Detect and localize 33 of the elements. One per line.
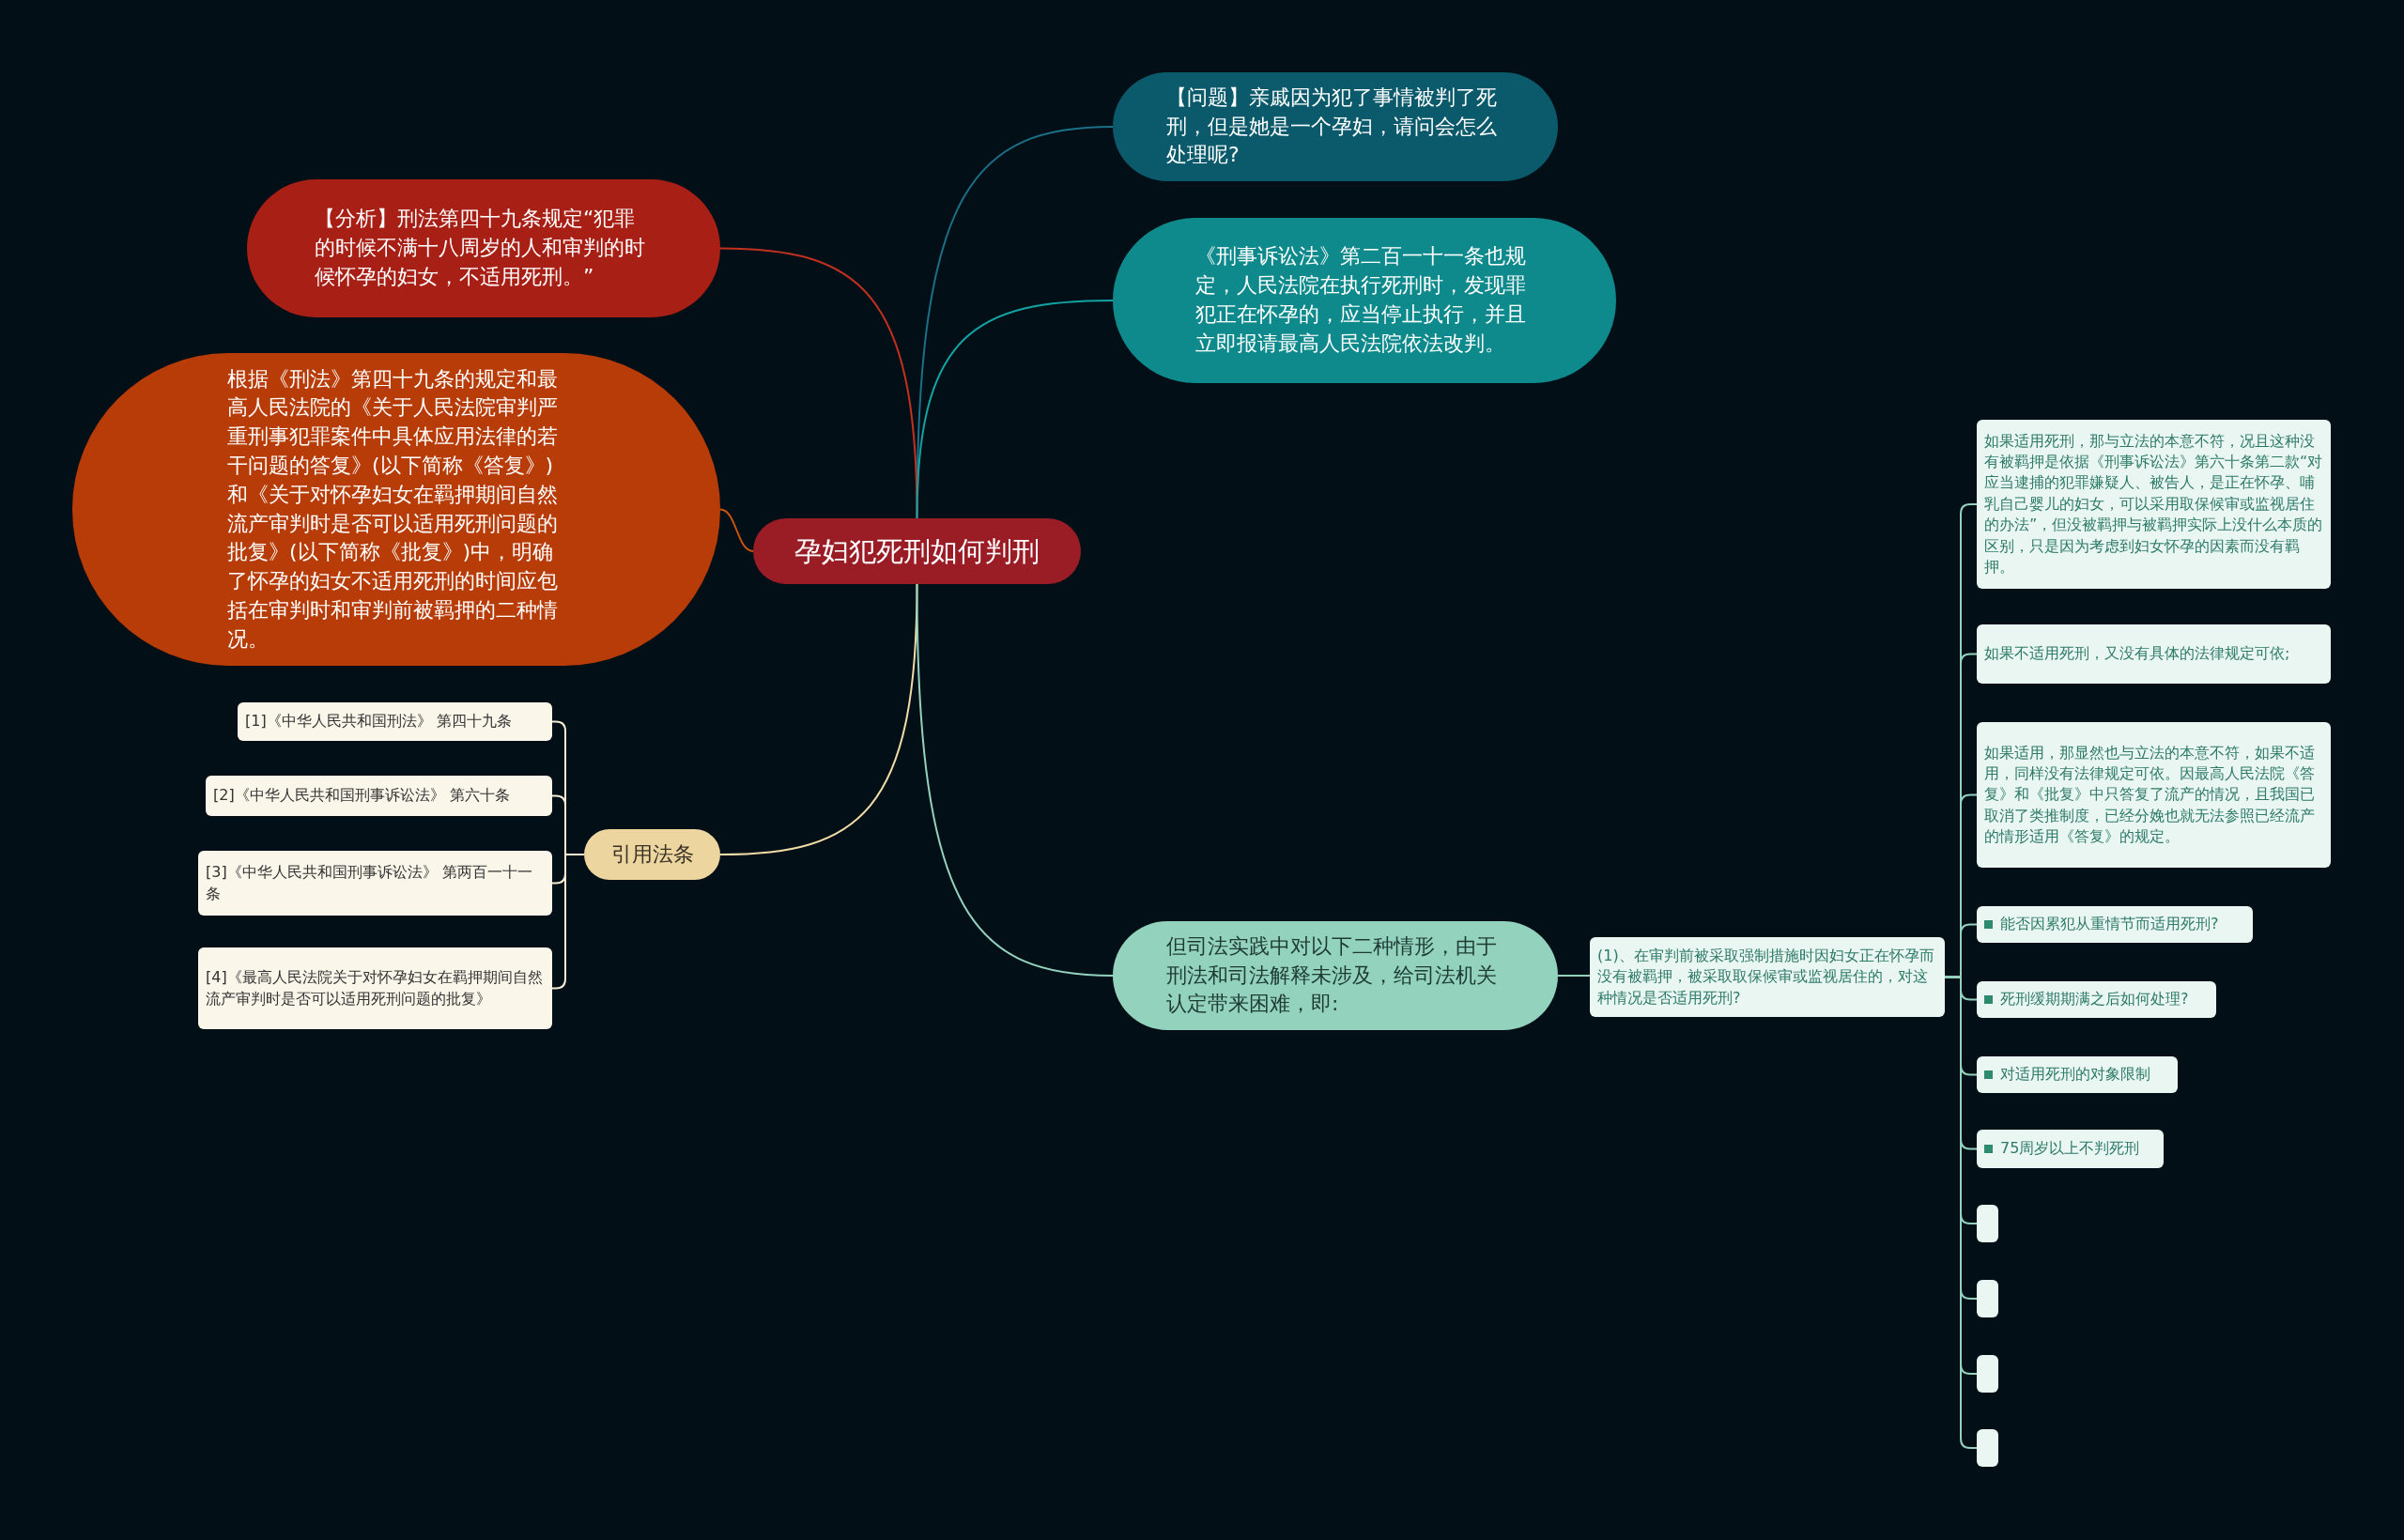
topic-text: 能否因累犯从重情节而适用死刑? <box>2000 914 2219 935</box>
connector-line <box>1557 975 1591 977</box>
topic-pill: 根据《刑法》第四十九条的规定和最高人民法院的《关于人民法院审判严重刑事犯罪案件中具体应用法律的若干问题的答复》(以下简称《答复》)和《关于对怀孕妇女在羁押期间自然流产审判时是否可以适用死刑问题的批复》(以下简称《批复》)中，明确了怀孕的妇女不适用死刑的时间应包括在审判时和审判前被羁押的二种情况。 <box>72 353 720 666</box>
topic-pill: 【问题】亲戚因为犯了事情被判了死刑，但是她是一个孕妇，请问会怎么处理呢? <box>1113 72 1558 181</box>
detail-box: 如果适用死刑，那与立法的本意不符，况且这种没有被羁押是依据《刑事诉讼法》第六十条第二款“对应当逮捕的犯罪嫌疑人、被告人，是正在怀孕、哺乳自己婴儿的妇女，可以采用取保候审或监视居住的办法”，但没被羁押与被羁押实际上没什么本质的区别，只是因为考虑到妇女怀孕的因素而没有羁押。 <box>1977 420 2331 589</box>
detail-box <box>1977 1130 2164 1168</box>
topic-text: 75周岁以上不判死刑 <box>2000 1138 2140 1160</box>
reference-box: [4]《最高人民法院关于对怀孕妇女在羁押期间自然流产审判时是否可以适用死刑问题的批复》 <box>198 947 552 1029</box>
connector-line <box>719 247 918 519</box>
connector-line <box>916 583 1114 977</box>
detail-box: 如果适用，那显然也与立法的本意不符，如果不适用，同样没有法律规定可依。因最高人民法院《答复》和《批复》中只答复了流产的情况，且我国已取消了类推制度，已经分娩也就无法参照已经流产的情形适用《答复》的规定。 <box>1977 722 2331 868</box>
detail-box <box>1977 981 2216 1018</box>
detail-box: 如果不适用死刑，又没有具体的法律规定可依; <box>1977 624 2331 684</box>
empty-box <box>1977 1205 1998 1242</box>
empty-box <box>1977 1355 1998 1393</box>
central-topic: 孕妇犯死刑如何判刑 <box>753 518 1081 584</box>
reference-box: [2]《中华人民共和国刑事诉讼法》 第六十条 <box>206 776 552 816</box>
topic-text: 对适用死刑的对象限制 <box>2000 1064 2150 1086</box>
empty-box <box>1977 1429 1998 1467</box>
topic-pill: 《刑事诉讼法》第二百一十一条也规定，人民法院在执行死刑时，发现罪犯正在怀孕的，应当停止执行，并且立即报请最高人民法院依法改判。 <box>1113 218 1616 383</box>
detail-box <box>1977 1056 2178 1093</box>
reference-box: [3]《中华人民共和国刑事诉讼法》 第两百一十一条 <box>198 851 552 916</box>
topic-pill: 引用法条 <box>584 829 720 880</box>
topic-pill: 但司法实践中对以下二种情形，由于刑法和司法解释未涉及，给司法机关认定带来困难，即: <box>1113 921 1558 1030</box>
topic-text: 死刑缓期期满之后如何处理? <box>2000 989 2189 1010</box>
empty-box <box>1977 1280 1998 1317</box>
reference-box: [1]《中华人民共和国刑法》 第四十九条 <box>238 702 552 741</box>
connector-line <box>719 508 754 552</box>
connector-line <box>719 583 918 855</box>
detail-box: (1)、在审判前被采取强制措施时因妇女正在怀孕而没有被羁押，被采取取保候审或监视居住的，对这种情况是否适用死刑? <box>1590 937 1945 1017</box>
detail-box <box>1977 906 2253 943</box>
topic-pill: 【分析】刑法第四十九条规定“犯罪的时候不满十八周岁的人和审判的时候怀孕的妇女，不适用死刑。” <box>247 179 720 317</box>
connector-line <box>916 300 1114 519</box>
